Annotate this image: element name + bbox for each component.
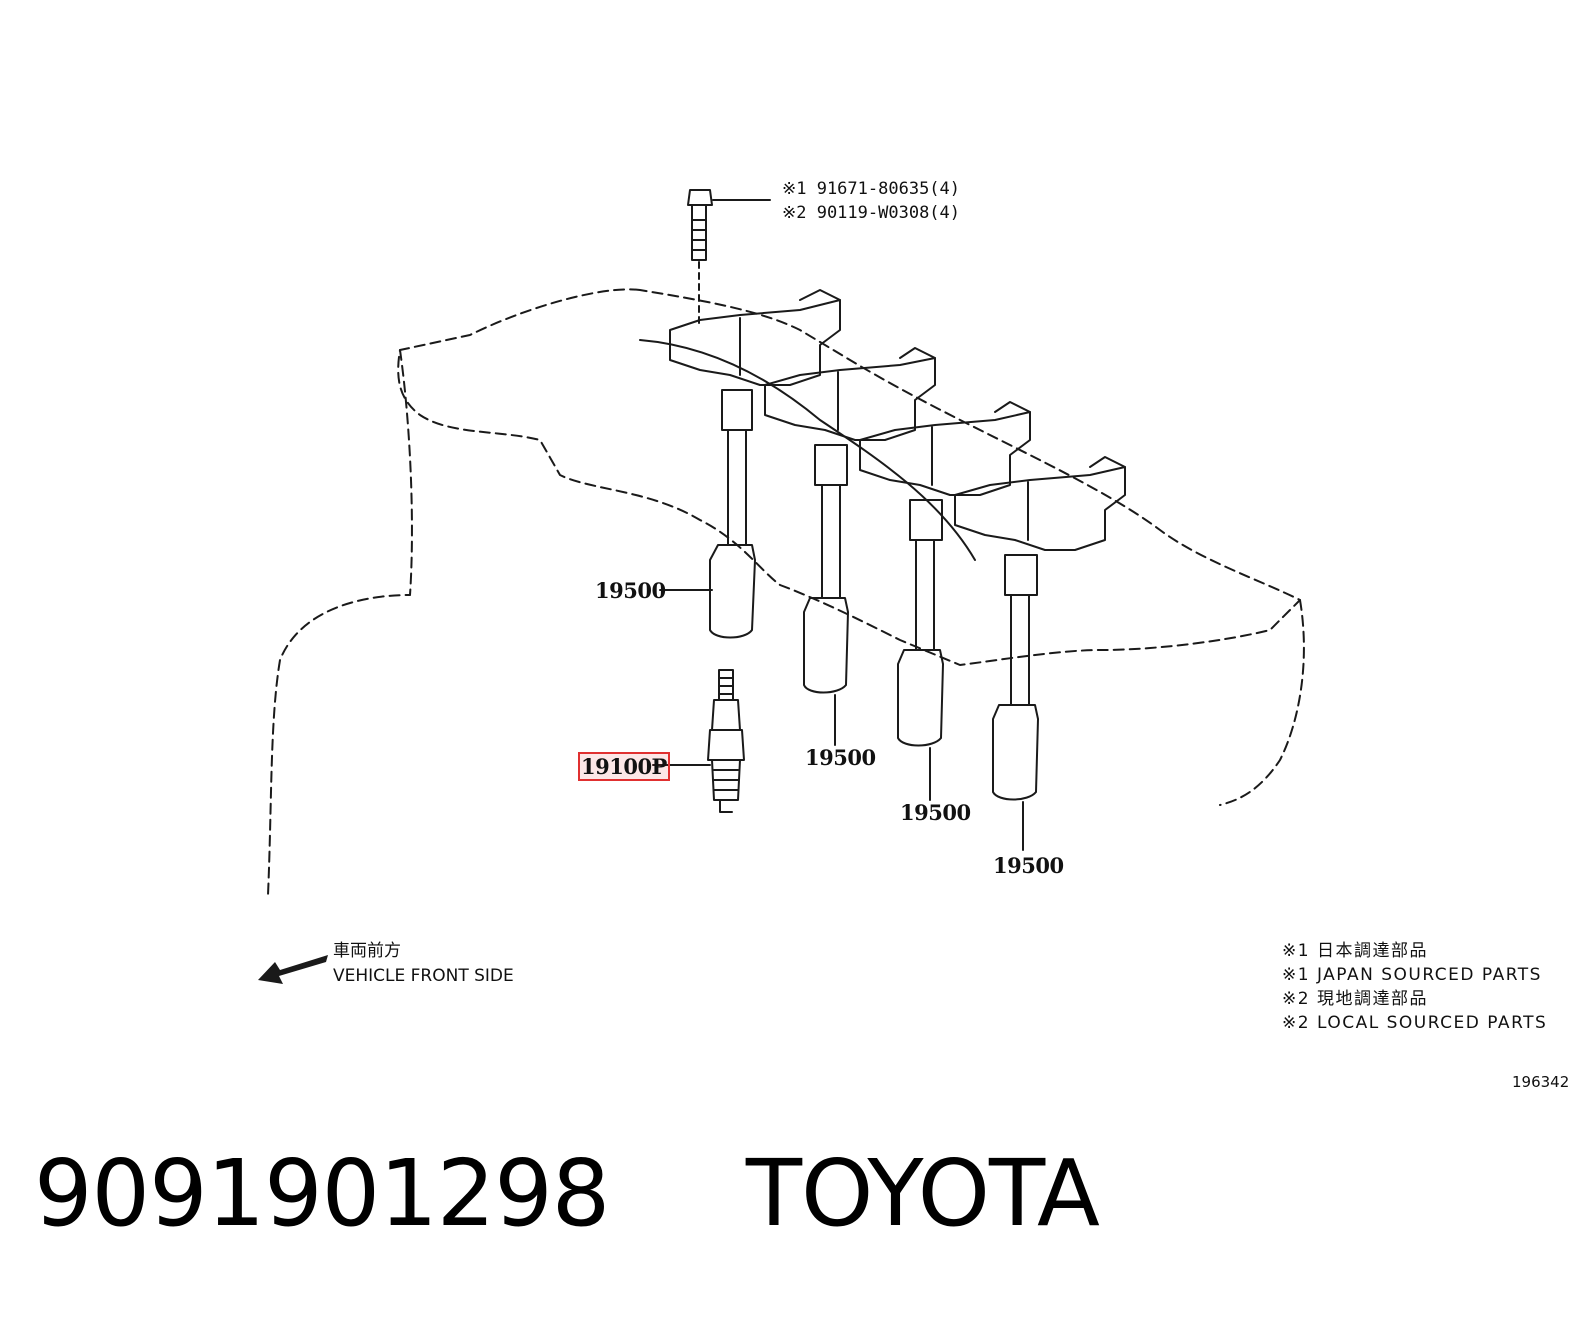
wire-harness (639, 339, 976, 561)
coil-callout-1[interactable]: 19500 (595, 578, 666, 603)
legend-line-2: ※1 JAPAN SOURCED PARTS (1282, 965, 1542, 985)
ignition-coil-1-icon (669, 289, 841, 639)
bolt-spec-1[interactable]: ※1 91671-80635(4) (782, 179, 961, 199)
footer-title: 9091901298 TOYOTA (34, 1140, 1100, 1247)
coil-callout-4[interactable]: 19500 (993, 853, 1064, 878)
spark-plug-icon (707, 669, 745, 813)
front-direction-jp: 車両前方 (333, 941, 401, 961)
ignition-coil-3-icon (859, 401, 1031, 747)
ignition-coil-4-icon (954, 456, 1126, 801)
coil-callout-3[interactable]: 19500 (900, 800, 971, 825)
illustration-number: 196342 (1512, 1073, 1570, 1091)
front-arrow-icon (258, 955, 328, 984)
legend-line-3: ※2 現地調達部品 (1282, 989, 1428, 1009)
spark-plug-callout[interactable]: 19100P (578, 752, 670, 781)
bolt-spec-2[interactable]: ※2 90119-W0308(4) (782, 203, 961, 223)
engine-outline (397, 288, 1301, 666)
coil-callout-2[interactable]: 19500 (805, 745, 876, 770)
footer-part-number: 9091901298 (34, 1140, 610, 1247)
legend-line-4: ※2 LOCAL SOURCED PARTS (1282, 1013, 1548, 1033)
footer-brand: TOYOTA (745, 1140, 1100, 1247)
front-direction-en: VEHICLE FRONT SIDE (333, 966, 514, 986)
bolt-icon (687, 189, 771, 326)
ignition-coil-2-icon (764, 347, 936, 694)
engine-right-edge (1219, 599, 1305, 806)
legend-line-1: ※1 日本調達部品 (1282, 941, 1428, 961)
engine-left-edge (267, 349, 413, 896)
